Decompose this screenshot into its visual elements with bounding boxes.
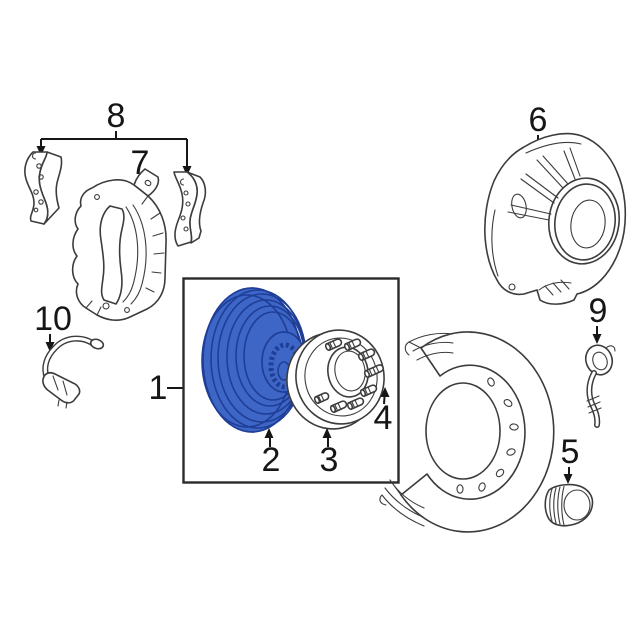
caliper-hole xyxy=(102,302,110,310)
callout-10-label: 10 xyxy=(34,300,72,338)
backing-plate-hole xyxy=(478,482,486,492)
callout-3-arrow-icon xyxy=(322,428,332,438)
wheel-stud-4 xyxy=(363,364,384,379)
shield6-ribs xyxy=(507,147,581,221)
shield6-slot xyxy=(511,193,527,219)
backing-plate-hole xyxy=(495,468,505,478)
grease-cap-body xyxy=(544,483,594,527)
callout-5-label: 5 xyxy=(561,433,580,471)
shield6-hub-ring xyxy=(554,183,616,261)
wheel-hub-drawing xyxy=(286,329,385,430)
brake-caliper-drawing xyxy=(71,168,167,321)
callout-5: 5 xyxy=(561,433,580,484)
caliper-hole xyxy=(94,194,100,200)
callout-5-arrow-icon xyxy=(563,474,573,484)
backing-plate-hole xyxy=(509,423,519,431)
backing-plate-hole xyxy=(487,377,495,387)
hose-loop-inner xyxy=(592,351,608,371)
grease-cap-drawing xyxy=(544,483,594,527)
backing-plate-laminations-top xyxy=(404,332,454,361)
backing-plate-laminations-bottom xyxy=(379,479,425,527)
wire-connector xyxy=(42,371,81,404)
shield6-bottom-tab xyxy=(538,279,572,296)
callout-8-arrow-right-icon xyxy=(182,166,192,176)
caliper-bridge-line xyxy=(122,206,139,303)
callout-8: 8 xyxy=(36,97,192,176)
backing-plate-ring xyxy=(400,331,555,533)
shield6-left-inner-edge xyxy=(491,209,499,277)
backing-plate-hole xyxy=(503,399,513,407)
callout-2-arrow-icon xyxy=(264,428,274,438)
callout-1-label: 1 xyxy=(149,369,168,407)
pad-left-hole xyxy=(33,189,39,195)
callout-8-label: 8 xyxy=(107,97,126,135)
hose-loop-outer xyxy=(584,344,614,376)
caliper-hole xyxy=(124,307,130,313)
backing-plate-bore xyxy=(425,382,501,480)
callout-8-arrow-left-icon xyxy=(36,146,46,156)
brake-pad-left-drawing xyxy=(24,151,63,225)
brake-hose-drawing xyxy=(584,344,616,428)
callout-4-line xyxy=(383,396,386,405)
caliper-window xyxy=(99,205,125,305)
hose-tube-core xyxy=(587,371,599,427)
caliper-facets xyxy=(85,195,165,316)
grease-cap-dome xyxy=(563,489,591,521)
pad-left-hole xyxy=(38,174,44,180)
assembly-grouping-box xyxy=(182,277,400,484)
caliper-bridge-line xyxy=(130,204,147,305)
wire-core xyxy=(43,337,97,380)
callout-9-label: 9 xyxy=(589,292,608,330)
callout-4-label: 4 xyxy=(374,399,393,437)
pad-right-hole xyxy=(183,190,189,196)
front-splash-shield-drawing xyxy=(484,132,627,305)
callout-1: 1 xyxy=(149,369,183,407)
callout-10: 10 xyxy=(34,300,72,352)
backing-plate-hole xyxy=(506,448,516,456)
pad-left-c-mark xyxy=(32,152,37,160)
callout-2: 2 xyxy=(262,428,281,479)
callout-3: 3 xyxy=(320,428,339,479)
wire-connector-lines xyxy=(52,375,68,409)
shield6-foot-hole xyxy=(508,283,516,291)
callout-10-arrow-icon xyxy=(45,342,55,352)
grease-cap-ribs xyxy=(549,485,565,526)
wheel-studs xyxy=(313,338,384,414)
pad-right-hole xyxy=(180,215,186,221)
callout-9-arrow-icon xyxy=(592,334,602,344)
backing-plate-hole xyxy=(456,484,464,494)
pad-right-hole xyxy=(185,201,191,207)
callout-2-label: 2 xyxy=(262,441,281,479)
shield6-hub-hole xyxy=(570,199,606,249)
brake-pad-right-backing xyxy=(173,171,198,247)
hose-fitting-hatch xyxy=(586,395,602,414)
hub-bore-outer xyxy=(327,346,369,398)
callout-4: 4 xyxy=(374,387,393,437)
backing-plate-drawing xyxy=(379,331,555,533)
callout-8-bracket xyxy=(40,131,188,167)
callout-6-label: 6 xyxy=(529,101,548,139)
hub-bore-inner xyxy=(334,350,366,392)
pad-right-hole xyxy=(183,226,189,232)
pad-right-c-mark xyxy=(180,178,185,186)
brake-pad-left-backing xyxy=(24,151,49,225)
callout-9: 9 xyxy=(589,292,608,344)
wire-tip xyxy=(89,338,105,350)
pad-left-hole xyxy=(38,199,44,205)
hose-clip xyxy=(605,345,616,352)
pad-left-hole xyxy=(33,207,39,213)
shield6-top-inner-edge xyxy=(525,141,582,154)
wear-sensor-wire-drawing xyxy=(42,335,105,409)
brake-pad-right-drawing xyxy=(173,171,207,247)
callout-4-arrow-icon xyxy=(380,387,390,397)
caliper-ear-hole xyxy=(144,179,152,187)
callout-3-label: 3 xyxy=(320,441,339,479)
pad-left-hole xyxy=(36,163,42,169)
